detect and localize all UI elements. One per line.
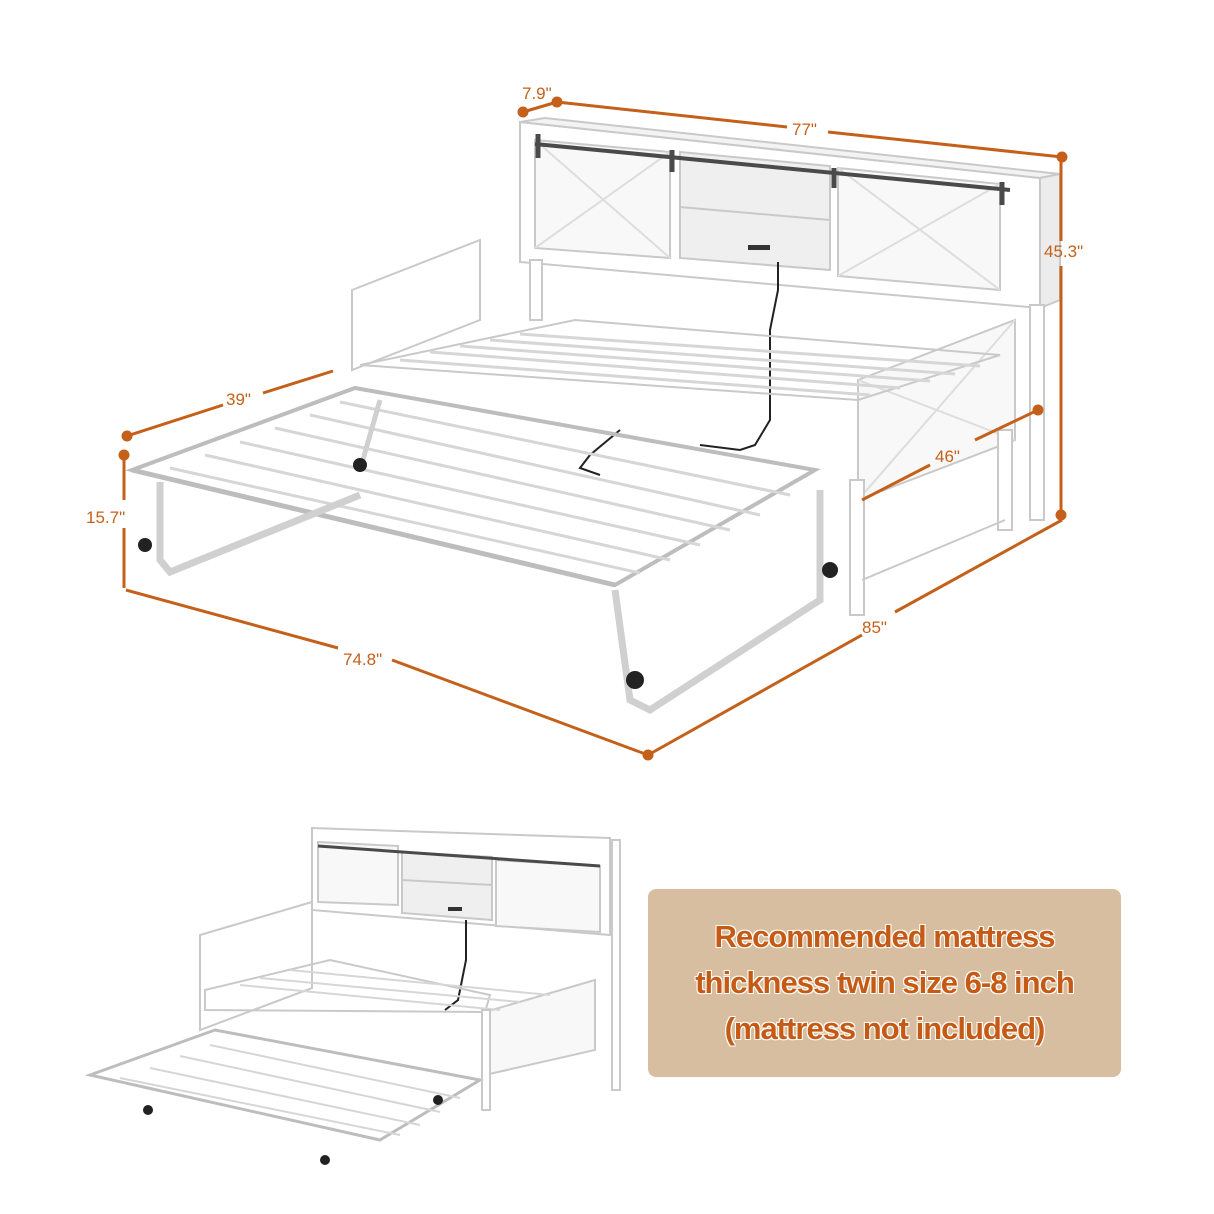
dim-trundle-length: 74.8" bbox=[343, 650, 382, 669]
dimension-labels: 7.9" 77" 45.3" 39" 15.7" 46" 74.8" 85" bbox=[86, 84, 1083, 669]
note-line-2: thickness twin size 6-8 inch bbox=[695, 965, 1075, 1000]
dim-trundle-width: 39" bbox=[226, 390, 251, 409]
dim-total-length: 85" bbox=[862, 618, 887, 637]
dim-headboard-width: 77" bbox=[792, 120, 817, 139]
note-line-3: (mattress not included) bbox=[724, 1011, 1046, 1046]
dim-trundle-height: 15.7" bbox=[86, 508, 125, 527]
caster-wheels bbox=[138, 458, 838, 689]
small-bed-wheels bbox=[143, 1095, 443, 1165]
dim-total-height: 45.3" bbox=[1044, 242, 1083, 261]
dimension-lines bbox=[118, 96, 1068, 761]
dim-bed-width: 46" bbox=[935, 447, 960, 466]
dim-headboard-depth: 7.9" bbox=[522, 84, 552, 103]
note-line-1: Recommended mattress bbox=[714, 919, 1055, 954]
main-bed-illustration bbox=[125, 116, 1061, 715]
mattress-recommendation-note: Recommended mattress thickness twin size… bbox=[648, 889, 1121, 1077]
small-bed-illustration bbox=[84, 826, 621, 1142]
